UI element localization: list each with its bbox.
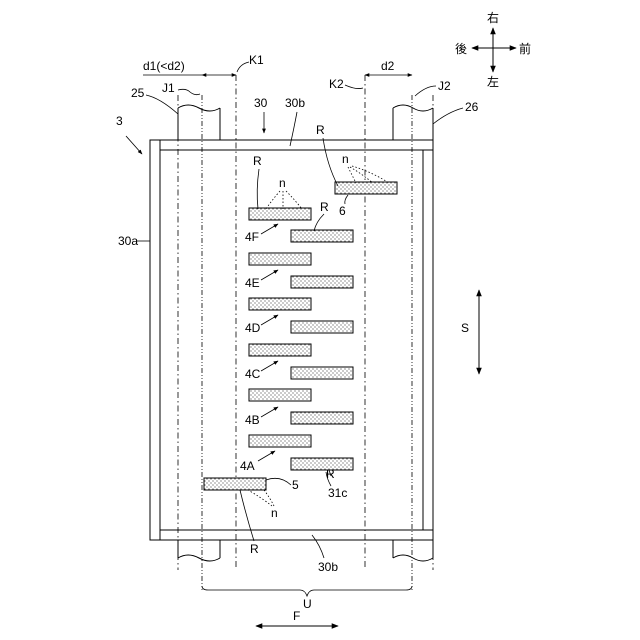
svg-text:R: R (253, 154, 262, 168)
svg-text:4D: 4D (245, 321, 261, 335)
block-R5 (291, 412, 353, 424)
roller-bottom-left (178, 540, 220, 561)
bracket-U: U (202, 586, 412, 611)
svg-text:K2: K2 (329, 77, 344, 91)
svg-text:R: R (316, 123, 325, 137)
svg-text:30a: 30a (118, 234, 138, 248)
svg-text:J2: J2 (438, 79, 451, 93)
vertical-double-arrow-icon: S (461, 290, 479, 374)
d2-label: d2 (381, 59, 395, 73)
svg-text:R: R (250, 542, 259, 556)
svg-text:3: 3 (116, 114, 123, 128)
svg-text:n: n (279, 176, 286, 190)
block-L3 (249, 298, 311, 310)
dimension-d2: d2 (365, 59, 412, 75)
svg-text:4E: 4E (245, 276, 260, 290)
block-R4 (291, 367, 353, 379)
svg-text:K1: K1 (249, 53, 264, 67)
svg-text:4A: 4A (240, 459, 255, 473)
four-way-arrow-icon: 右 左 後 前 (455, 10, 531, 89)
svg-text:S: S (461, 321, 469, 335)
label-30: 30 (254, 96, 268, 133)
block-6 (335, 182, 397, 194)
figure-ref-3: 3 (116, 114, 142, 154)
svg-text:26: 26 (465, 100, 479, 114)
label-26: 26 (433, 100, 479, 124)
svg-text:5: 5 (292, 478, 299, 492)
block-5 (204, 478, 266, 490)
compass-left: 後 (455, 42, 467, 56)
block-R1 (291, 230, 353, 242)
roller-top-right (393, 105, 433, 140)
label-30a: 30a (118, 234, 150, 248)
roller-bottom-right (393, 540, 433, 561)
svg-text:U: U (303, 597, 312, 611)
svg-text:4C: 4C (245, 367, 261, 381)
svg-text:R: R (320, 200, 329, 214)
compass-up: 右 (487, 10, 499, 25)
horizontal-double-arrow-icon: F (256, 609, 338, 626)
svg-text:30: 30 (254, 96, 268, 110)
label-K2: K2 (329, 77, 363, 91)
svg-text:J1: J1 (162, 81, 175, 95)
dimension-d1: d1(<d2) (143, 59, 236, 75)
block-L2 (249, 253, 311, 265)
svg-text:31c: 31c (328, 486, 347, 500)
svg-text:4F: 4F (245, 230, 259, 244)
label-30b-top: 30b (285, 96, 305, 146)
label-30b-bottom: 30b (312, 535, 338, 574)
d1-label: d1(<d2) (143, 59, 185, 73)
svg-text:4B: 4B (245, 413, 260, 427)
block-L4 (249, 344, 311, 356)
svg-text:30b: 30b (318, 560, 338, 574)
compass-down: 左 (487, 74, 499, 89)
block-L5 (249, 389, 311, 401)
roller-top-left (178, 105, 220, 140)
svg-text:6: 6 (339, 204, 346, 218)
block-R2 (291, 276, 353, 288)
block-R6 (291, 458, 353, 470)
svg-text:n: n (342, 152, 349, 166)
block-R3 (291, 321, 353, 333)
label-J1: J1 (162, 81, 200, 95)
compass-right: 前 (519, 41, 531, 56)
svg-text:n: n (271, 506, 278, 520)
svg-text:30b: 30b (285, 96, 305, 110)
label-J2: J2 (415, 79, 451, 96)
label-K1: K1 (237, 53, 264, 72)
block-L6 (249, 435, 311, 447)
svg-text:25: 25 (131, 86, 145, 100)
block-L1 (249, 208, 311, 220)
svg-text:F: F (293, 609, 300, 623)
